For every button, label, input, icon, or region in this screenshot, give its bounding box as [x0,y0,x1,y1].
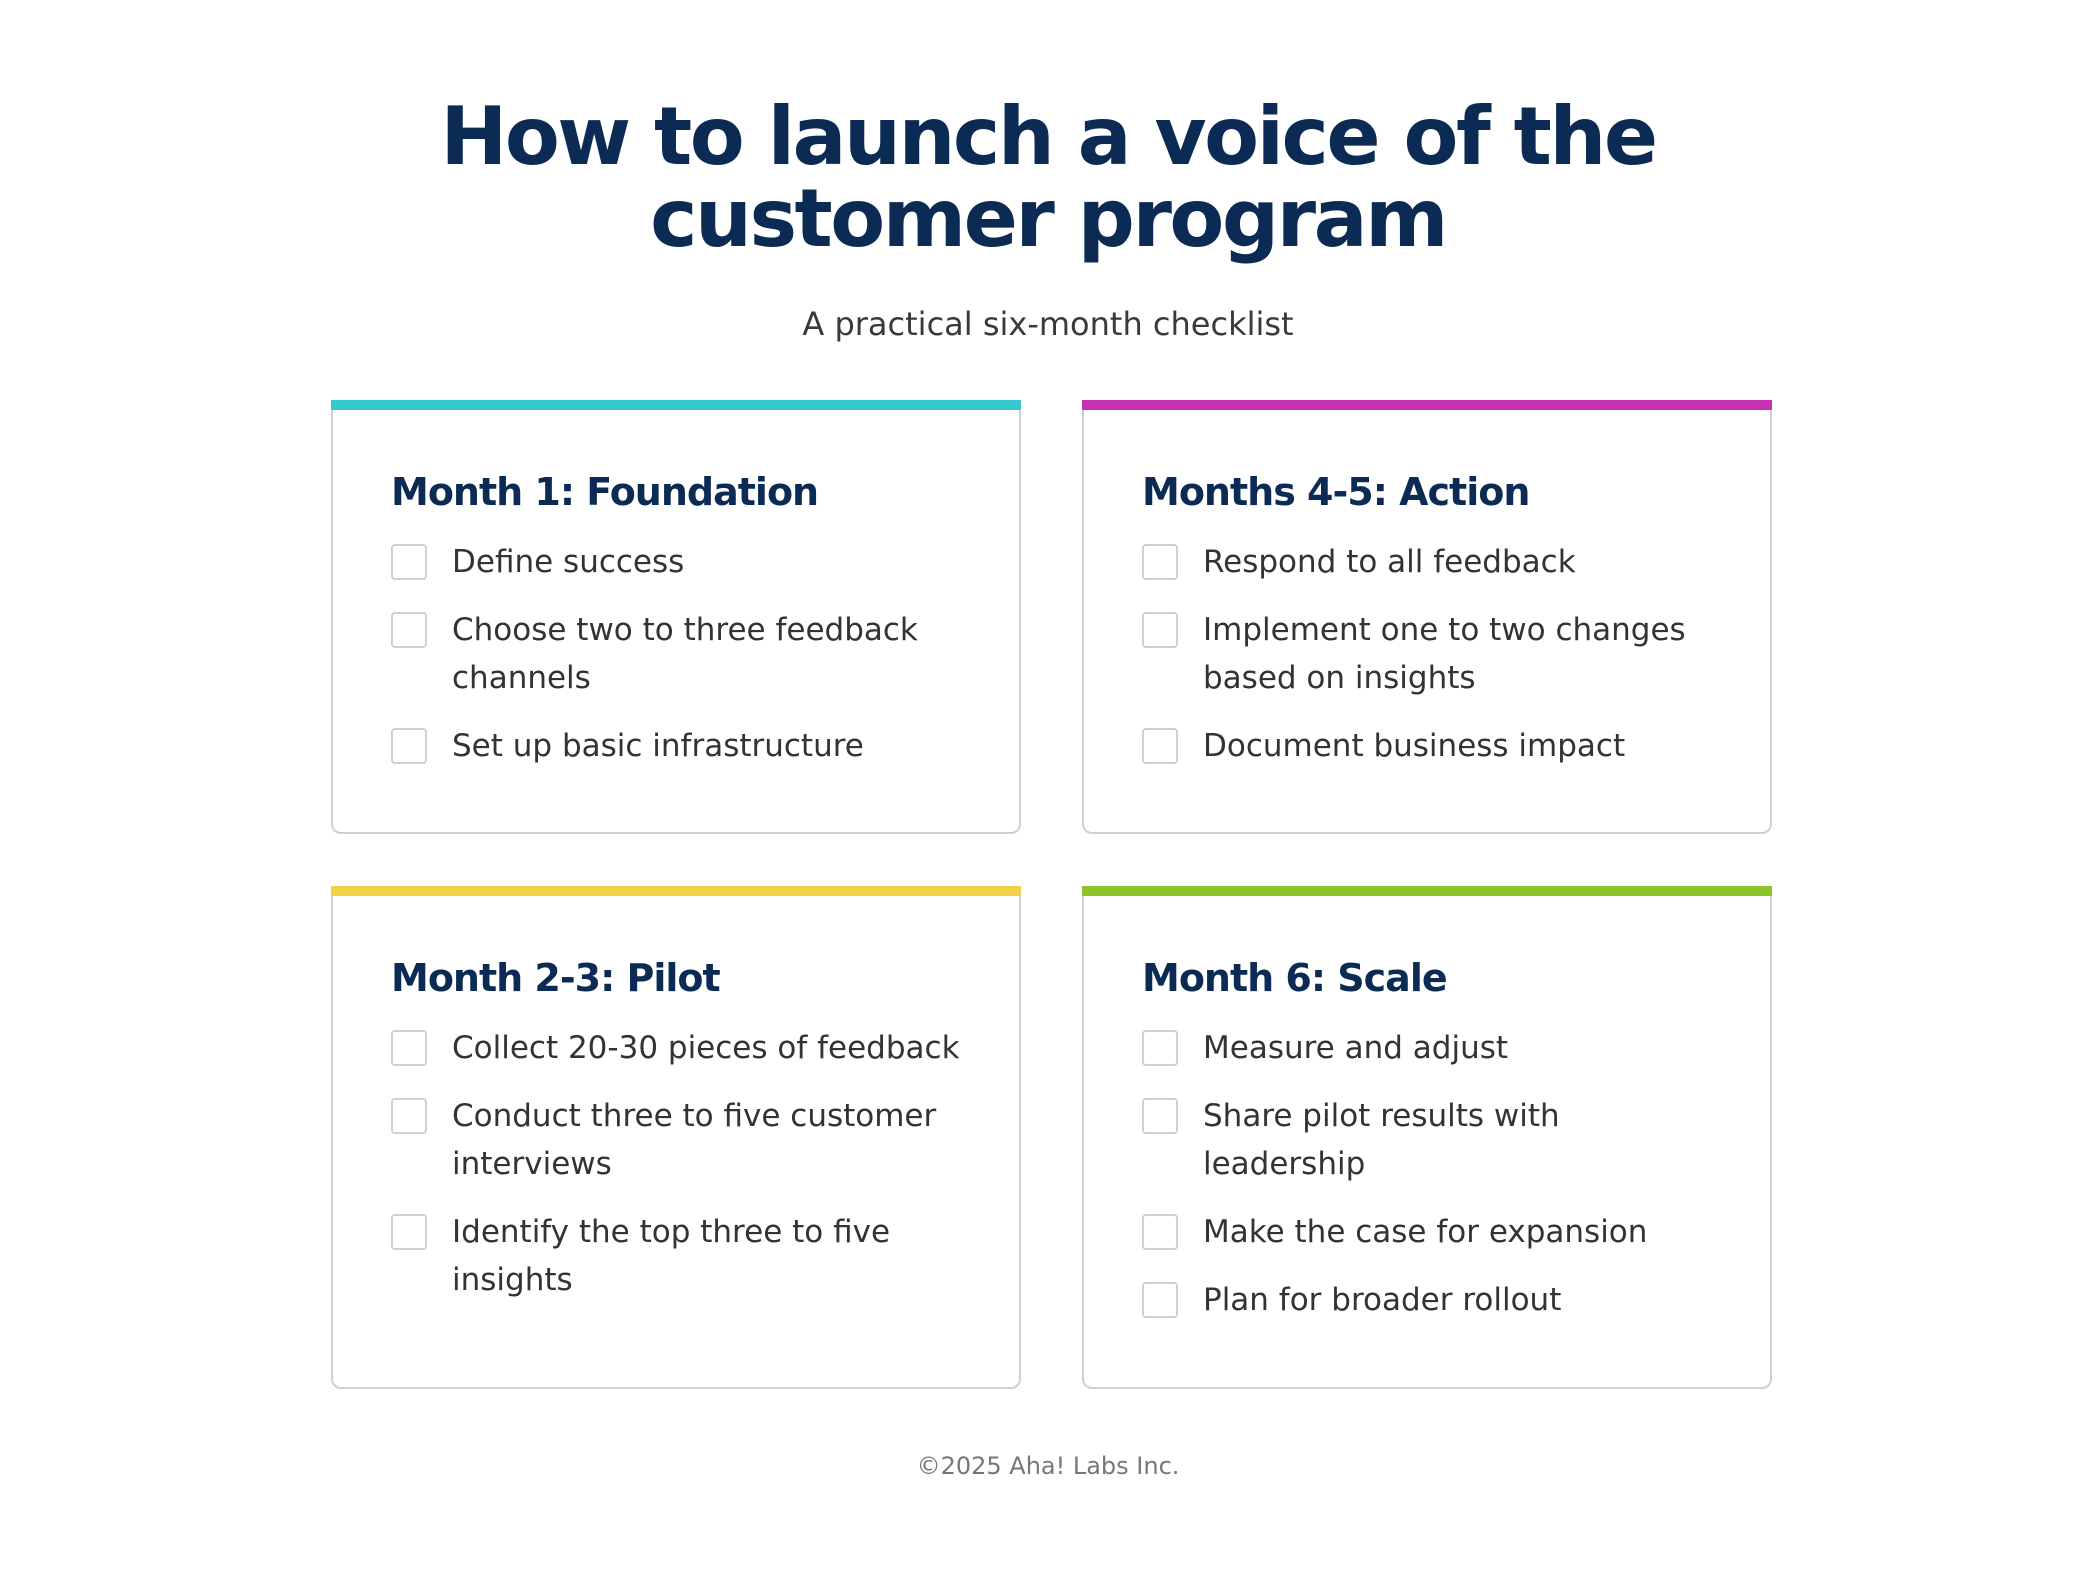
checkbox[interactable] [1142,612,1178,648]
checklist: Respond to all feedback Implement one to… [1142,538,1730,790]
checklist-item-label: Measure and adjust [1203,1030,1509,1066]
checklist-item-label: Identify the top three to five insights [452,1214,891,1298]
card-accent-bar [331,400,1021,410]
card-month-2-3-pilot: Month 2-3: Pilot Collect 20-30 pieces of… [331,886,1021,1389]
card-month-1-foundation: Month 1: Foundation Define success Choos… [331,400,1021,834]
checklist-item: Collect 20-30 pieces of feedback [391,1024,979,1072]
checklist-item: Define success [391,538,979,586]
checklist: Measure and adjust Share pilot results w… [1142,1024,1730,1344]
checkbox[interactable] [1142,728,1178,764]
checklist-item-label: Respond to all feedback [1203,544,1576,580]
checklist-item: Document business impact [1142,722,1730,770]
checklist-item-label: Define success [452,544,685,580]
page-subtitle: A practical six-month checklist [802,305,1294,343]
card-months-4-5-action: Months 4-5: Action Respond to all feedba… [1082,400,1772,834]
checklist-item-label: Plan for broader rollout [1203,1282,1562,1318]
card-title: Month 2-3: Pilot [391,956,721,1000]
checklist-item-label: Choose two to three feedback channels [452,612,918,696]
checkbox[interactable] [391,728,427,764]
checkbox[interactable] [1142,1282,1178,1318]
checklist-item-label: Set up basic infrastructure [452,728,864,764]
checkbox[interactable] [1142,1098,1178,1134]
checklist-item: Identify the top three to five insights [391,1208,979,1304]
checklist-item: Make the case for expansion [1142,1208,1730,1256]
checklist-item-label: Collect 20-30 pieces of feedback [452,1030,960,1066]
card-title: Months 4-5: Action [1142,470,1530,514]
checklist-item-label: Document business impact [1203,728,1626,764]
checkbox[interactable] [1142,1030,1178,1066]
card-accent-bar [1082,886,1772,896]
checklist-item: Measure and adjust [1142,1024,1730,1072]
card-title: Month 1: Foundation [391,470,819,514]
checklist-item: Implement one to two changes based on in… [1142,606,1730,702]
checklist-item-label: Conduct three to five customer interview… [452,1098,937,1182]
checkbox[interactable] [391,1098,427,1134]
checklist-item: Respond to all feedback [1142,538,1730,586]
checklist-item: Conduct three to five customer interview… [391,1092,979,1188]
card-accent-bar [331,886,1021,896]
checkbox[interactable] [1142,544,1178,580]
checklist-item: Set up basic infrastructure [391,722,979,770]
checkbox[interactable] [391,612,427,648]
checkbox[interactable] [391,1214,427,1250]
checklist-item-label: Share pilot results with leadership [1203,1098,1560,1182]
checkbox[interactable] [391,544,427,580]
page-title: How to launch a voice of the customer pr… [0,96,2096,260]
checkbox[interactable] [1142,1214,1178,1250]
card-month-6-scale: Month 6: Scale Measure and adjust Share … [1082,886,1772,1389]
checkbox[interactable] [391,1030,427,1066]
checklist-item: Plan for broader rollout [1142,1276,1730,1324]
page-title-line-1: How to launch a voice of the [440,90,1658,183]
card-title: Month 6: Scale [1142,956,1448,1000]
checklist: Collect 20-30 pieces of feedback Conduct… [391,1024,979,1324]
page-title-line-2: customer program [650,172,1448,265]
checklist-item: Share pilot results with leadership [1142,1092,1730,1188]
copyright-footer: ©2025 Aha! Labs Inc. [916,1452,1180,1480]
checklist-item-label: Implement one to two changes based on in… [1203,612,1686,696]
checklist: Define success Choose two to three feedb… [391,538,979,790]
card-accent-bar [1082,400,1772,410]
checklist-item: Choose two to three feedback channels [391,606,979,702]
checklist-item-label: Make the case for expansion [1203,1214,1648,1250]
